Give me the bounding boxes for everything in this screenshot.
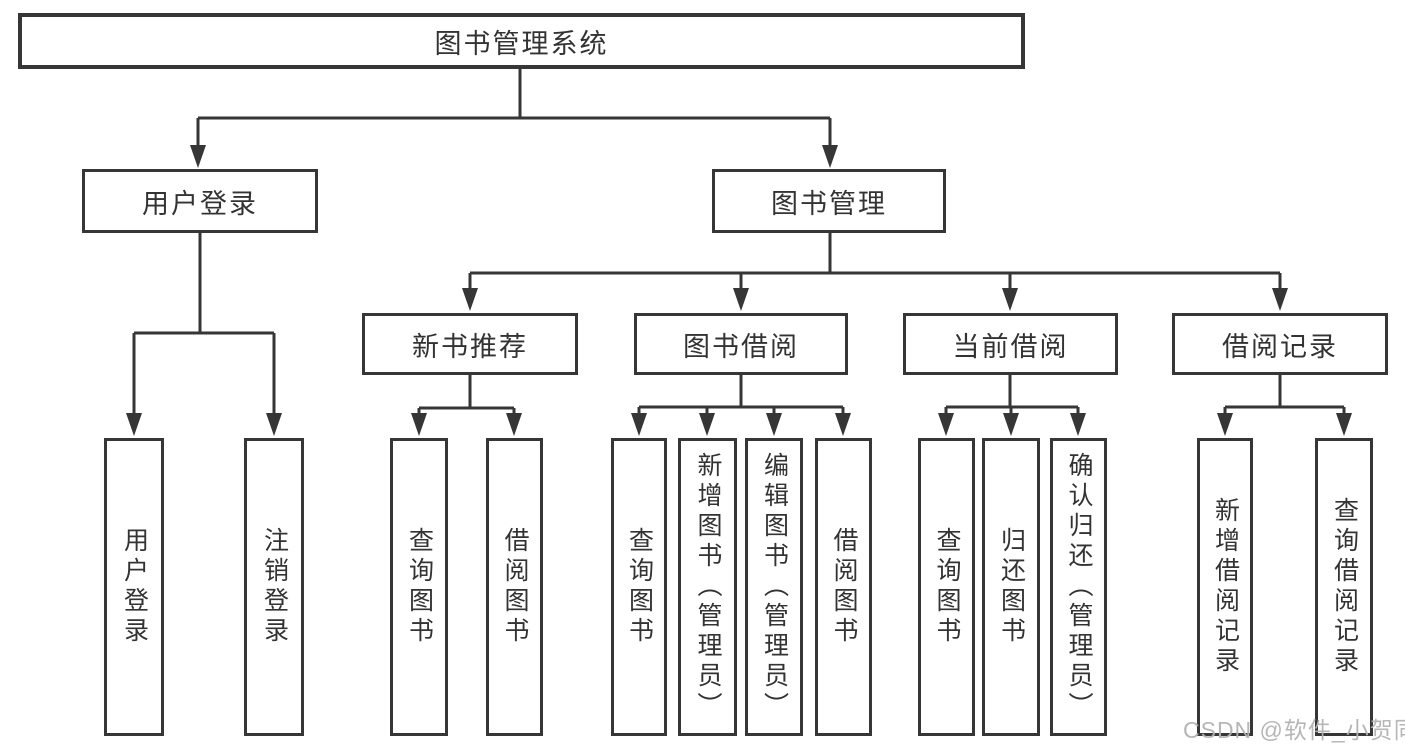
leaf-query-borrow-record: 查询借阅记录 — [1315, 438, 1373, 736]
leaf-logout: 注销登录 — [244, 438, 304, 736]
arrowhead — [266, 413, 282, 436]
leaf-user-login: 用户登录 — [104, 438, 164, 736]
arrowhead — [1003, 413, 1019, 436]
leaf-add-books-admin: 新增图书（管理员） — [678, 438, 737, 736]
connector-book-management-children — [462, 233, 1288, 311]
arrowhead — [822, 145, 838, 168]
node-new-book-recommend: 新书推荐 — [362, 313, 578, 375]
node-current-borrow: 当前借阅 — [903, 313, 1118, 375]
arrowhead — [699, 413, 715, 436]
arrowhead — [506, 413, 522, 436]
leaf-borrow-books-recommend: 借阅图书 — [486, 438, 543, 736]
arrowhead — [1002, 288, 1018, 311]
leaf-query-books-borrow: 查询图书 — [611, 438, 667, 736]
leaf-return-books: 归还图书 — [982, 438, 1040, 736]
connector-root-to-level2 — [190, 68, 838, 168]
node-book-management: 图书管理 — [712, 169, 946, 233]
node-user-login: 用户登录 — [82, 169, 318, 233]
leaf-query-books-recommend: 查询图书 — [390, 438, 448, 736]
node-borrow-records: 借阅记录 — [1172, 313, 1388, 375]
leaf-confirm-return-admin: 确认归还（管理员） — [1050, 438, 1107, 736]
arrowhead — [938, 413, 954, 436]
arrowhead — [766, 413, 782, 436]
arrowhead — [631, 413, 647, 436]
leaf-query-books-current: 查询图书 — [918, 438, 975, 736]
node-root-library-system: 图书管理系统 — [18, 13, 1025, 69]
arrowhead — [1272, 288, 1288, 311]
arrowhead — [126, 413, 142, 436]
leaf-add-borrow-record: 新增借阅记录 — [1197, 438, 1253, 736]
arrowhead — [411, 413, 427, 436]
arrowhead — [190, 145, 206, 168]
leaf-edit-books-admin: 编辑图书（管理员） — [745, 438, 803, 736]
node-book-borrow: 图书借阅 — [634, 313, 848, 375]
csdn-watermark: CSDN @软件_小贺同学 — [1183, 717, 1405, 743]
connector-user-login-children — [126, 233, 282, 436]
leaf-borrow-books: 借阅图书 — [815, 438, 872, 736]
connector-borrow-records-children — [1217, 375, 1352, 436]
arrowhead — [1070, 413, 1086, 436]
arrowhead — [462, 288, 478, 311]
arrowhead — [835, 413, 851, 436]
connector-current-borrow-children — [938, 375, 1086, 436]
connector-book-borrow-children — [631, 375, 851, 436]
arrowhead — [733, 288, 749, 311]
connector-new-book-recommend-children — [411, 375, 522, 436]
arrowhead — [1336, 413, 1352, 436]
arrowhead — [1217, 413, 1233, 436]
